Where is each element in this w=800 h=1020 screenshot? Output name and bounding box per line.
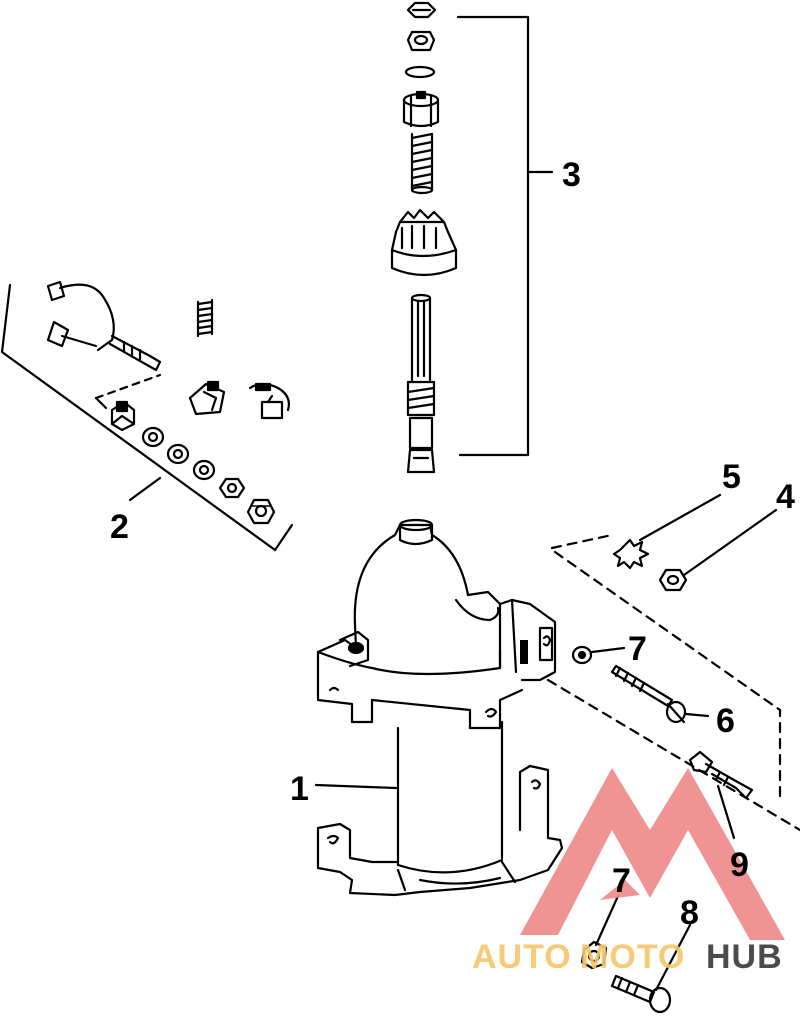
hex-nut-4 [658,568,688,592]
brush-kit-group [0,280,294,552]
drive-assembly-stack [390,1,554,474]
callout-7-lower: 7 [612,862,631,900]
washer-1 [141,426,165,448]
starter-motor-body [314,518,564,897]
callout-leader-2 [128,476,162,502]
callout-9: 9 [730,846,749,884]
star-lock-washer [612,538,650,570]
callout-3: 3 [562,156,581,194]
watermark-auto-text: AUTO [472,938,572,976]
watermark-logo: AUTO MOTO HUB [472,768,785,976]
callout-leader-7a [590,646,626,654]
callout-2: 2 [110,508,129,546]
small-nut [406,30,436,52]
watermark-moto-text: MOTO [580,938,685,976]
washer-3 [192,459,216,481]
hardware-group-right [546,493,800,840]
callout-leader-9 [716,784,736,840]
callout-leader-7b [594,894,620,947]
terminal-post [110,400,136,432]
armature-shaft [406,293,436,474]
brush-clip [188,380,226,416]
hardware-dashed-outline [550,533,782,802]
callout-labels: 1 2 3 4 5 6 7 7 8 9 [110,156,795,932]
cap-nut [406,1,437,19]
kit-dashed-line [94,373,162,400]
kit-nut-2 [246,498,276,525]
callout-leader-1 [314,783,398,790]
brush-lead [248,382,290,420]
callout-7-upper: 7 [628,630,647,668]
watermark-hub-text: HUB [706,938,783,976]
callout-leader-5 [638,493,722,542]
callout-5: 5 [722,458,741,496]
kit-nut-1 [218,477,246,499]
drive-spring [410,132,434,195]
callout-leader-6 [684,712,710,718]
stud-9 [688,750,754,800]
flat-washer-7 [571,645,593,665]
callout-leader-4 [682,508,778,577]
callout-1: 1 [290,770,309,808]
nut-7-bottom [580,940,608,970]
callout-6: 6 [716,702,735,740]
callout-8: 8 [680,894,699,932]
collar-nut [402,90,440,128]
washer-2 [166,443,190,465]
hardware-group-bottom [580,894,692,1014]
kit-border-left [0,283,277,552]
callout-4: 4 [776,478,795,516]
brush-spring [196,298,214,338]
bolt-6 [610,664,687,724]
pinion-gear [390,208,458,277]
bolt-8 [610,974,672,1014]
callout-leader-8 [654,923,692,992]
callout-bracket-3 [456,15,554,457]
retaining-ring [404,65,436,79]
brush-holder [46,280,162,372]
watermark-triangle [520,768,785,940]
